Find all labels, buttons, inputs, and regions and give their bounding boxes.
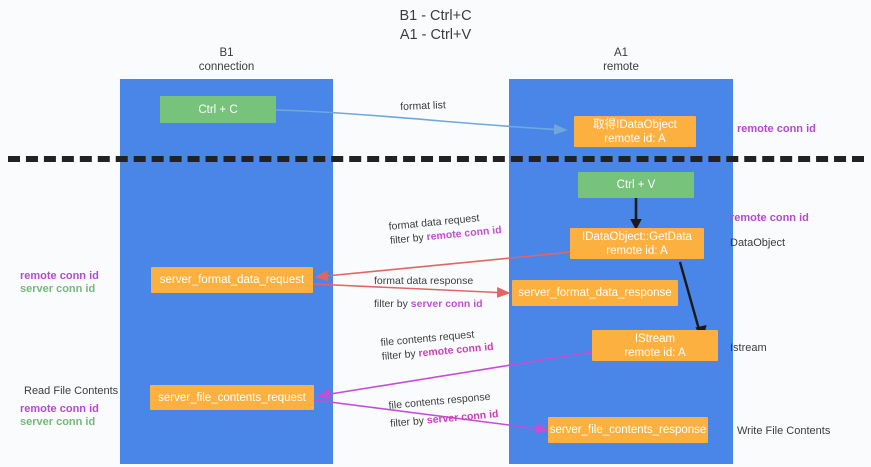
column-heading-a1: A1 remote [603,47,639,73]
page-title: B1 - Ctrl+C A1 - Ctrl+V [399,8,472,43]
box-istream[interactable]: IStream remote id: A [592,330,718,361]
edge-label-format-data-response: format data response filter by server co… [374,274,483,311]
annotation-left-server-conn-id: server conn id [20,283,96,295]
edge-label-format-data-request: format data request filter by remote con… [388,209,502,248]
filter-prefix: filter by [381,347,420,363]
box-server-format-data-response[interactable]: server_format_data_response [512,280,678,306]
annotation-left-remote-conn-id-2: remote conn id [20,403,99,415]
filter-prefix: filter by [389,231,428,247]
box-get-idataobject[interactable]: 取得IDataObject remote id: A [574,116,696,147]
box-server-file-contents-request[interactable]: server_file_contents_request [150,385,314,410]
box-ctrl-v[interactable]: Ctrl + V [578,172,694,198]
edge-label-format-data-response-filter: filter by server conn id [374,297,483,311]
edge-label-format-list: format list [400,98,446,114]
box-ctrl-c[interactable]: Ctrl + C [160,96,276,123]
annotation-remote-conn-id-mid: remote conn id [730,212,809,224]
annotation-remote-conn-id-top: remote conn id [737,123,816,135]
annotation-write-file-contents: Write File Contents [737,425,831,437]
annotation-left-remote-conn-id: remote conn id [20,270,99,282]
filter-prefix: filter by [374,298,411,310]
filter-value-server-conn-id: server conn id [410,298,483,310]
box-idataobject-getdata[interactable]: IDataObject::GetData remote id: A [570,228,704,259]
edge-label-file-contents-response: file contents response filter by server … [388,389,499,431]
box-server-format-data-request[interactable]: server_format_data_request [151,267,313,293]
filter-prefix: filter by [389,414,428,430]
edge-label-format-data-response-line1: format data response [374,275,474,287]
annotation-dataobject: DataObject [730,237,786,249]
filter-value-server-conn-id: server conn id [426,408,499,427]
annotation-read-file-contents: Read File Contents [24,385,119,397]
annotation-istream: Istream [730,342,767,354]
edge-label-file-contents-request: file contents request filter by remote c… [380,326,494,364]
column-heading-b1: B1 connection [198,47,255,73]
annotation-left-server-conn-id-2: server conn id [20,416,96,428]
edge-label-format-list-line1: format list [400,99,446,113]
box-server-file-contents-response[interactable]: server_file_contents_response [548,417,708,443]
section-separator [8,156,864,162]
